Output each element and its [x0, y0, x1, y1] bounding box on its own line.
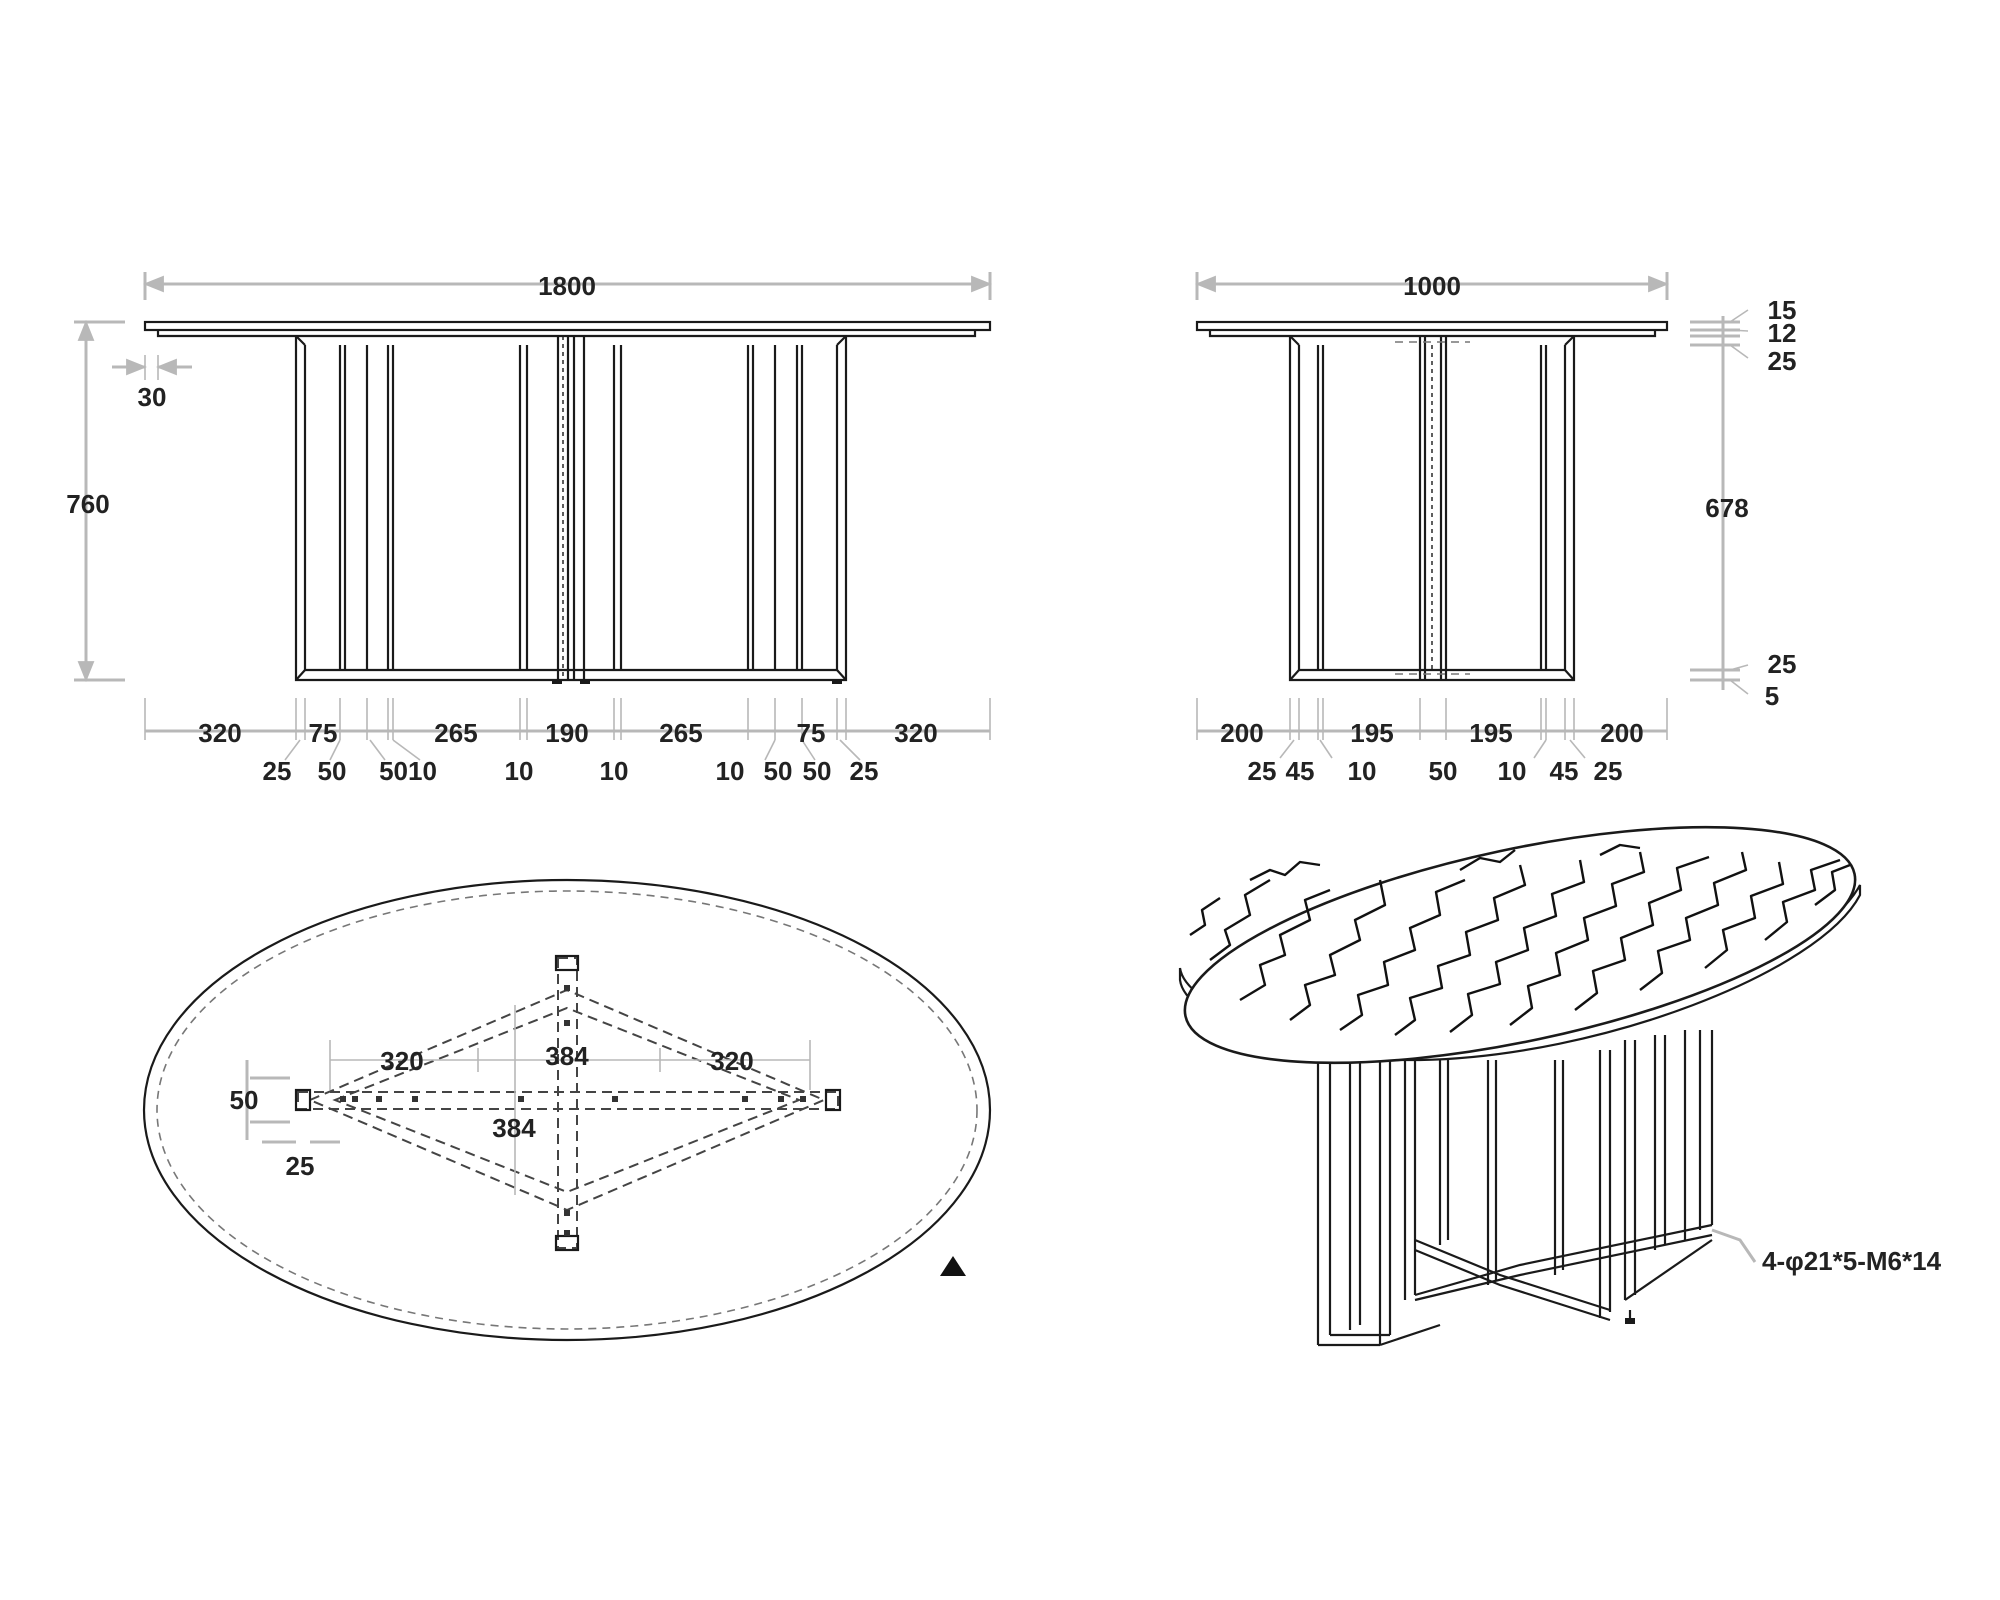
- front-tabletop-edge: [156, 330, 977, 338]
- dim-front-b2-5: 10: [716, 756, 745, 786]
- dim-side-b2-6: 25: [1594, 756, 1623, 786]
- dim-side-r1: 12: [1768, 318, 1797, 348]
- side-dim-ticks: [1196, 698, 1668, 759]
- front-elevation-view: 1800 760 30: [66, 271, 993, 786]
- dim-side-b1-1: 195: [1350, 718, 1393, 748]
- side-vertical-bars: [1316, 336, 1548, 680]
- dim-side-b1-0: 200: [1220, 718, 1263, 748]
- dim-front-b2-6: 50: [764, 756, 793, 786]
- dim-plan-2: 320: [710, 1046, 753, 1076]
- front-vertical-bars: [338, 336, 804, 680]
- perspective-view: 4-φ21*5-M6*14: [1178, 825, 1942, 1347]
- dim-side-r2: 25: [1768, 346, 1797, 376]
- plan-tabletop-inner-edge: [156, 890, 978, 1330]
- side-elevation-view: 1000 15 12 25 678 25 5: [1194, 271, 1797, 786]
- side-tabletop: [1195, 320, 1669, 332]
- dim-front-b1-4: 265: [659, 718, 702, 748]
- dim-top-overhang: 30: [138, 382, 167, 412]
- front-base-outline: [294, 336, 848, 682]
- dim-side-r5: 5: [1765, 681, 1779, 711]
- dim-side-b2-0: 25: [1248, 756, 1277, 786]
- dim-side-b1-3: 200: [1600, 718, 1643, 748]
- dim-plan-0: 320: [380, 1046, 423, 1076]
- dim-side-r4: 25: [1768, 649, 1797, 679]
- dim-plan-1: 384: [545, 1041, 589, 1071]
- dim-front-b2-1: 50: [318, 756, 347, 786]
- plan-end-plate-top: [554, 954, 580, 972]
- plan-short-beam: [557, 957, 578, 1249]
- dim-overall-length: 1800: [538, 271, 596, 301]
- dim-front-b2-7: 50: [803, 756, 832, 786]
- dim-front-b1-2: 265: [434, 718, 477, 748]
- dim-side-b2-1: 45: [1286, 756, 1315, 786]
- dim-plan-4: 384: [492, 1113, 536, 1143]
- dim-plan-5: 25: [286, 1151, 315, 1181]
- foot-hardware-callout: 4-φ21*5-M6*14: [1762, 1246, 1942, 1276]
- dim-plan-3: 50: [230, 1085, 259, 1115]
- dim-front-b2-3: 10: [505, 756, 534, 786]
- triangle-marker-icon: [940, 1256, 966, 1276]
- dim-front-b1-6: 320: [894, 718, 937, 748]
- dim-front-b1-5: 75: [797, 718, 826, 748]
- perspective-base-frame: [1316, 1030, 1714, 1347]
- dim-side-b2-5: 45: [1550, 756, 1579, 786]
- dim-side-b2-3: 50: [1429, 756, 1458, 786]
- dim-front-b2-2: 5010: [379, 756, 437, 786]
- dim-side-r0: 15: [1768, 295, 1797, 325]
- dim-front-b1-0: 320: [198, 718, 241, 748]
- dim-side-b2-2: 10: [1348, 756, 1377, 786]
- perspective-tabletop: [1178, 825, 1862, 1065]
- plan-view: 320 384 320 50 384 25: [142, 878, 992, 1342]
- plan-end-plate-right: [824, 1088, 842, 1112]
- marble-veining: [1189, 843, 1851, 1036]
- dim-front-b2-0: 25: [263, 756, 292, 786]
- dim-front-b1-1: 75: [309, 718, 338, 748]
- plan-end-plate-left: [294, 1088, 312, 1112]
- plan-base-diamond: [307, 988, 827, 1212]
- plan-long-beam: [297, 1091, 839, 1110]
- callout-leader-line: [1711, 1228, 1757, 1263]
- dim-front-b2-8: 25: [850, 756, 879, 786]
- dim-overall-width: 1000: [1403, 271, 1461, 301]
- front-base-inner: [303, 345, 839, 672]
- dim-height: 760: [66, 489, 109, 519]
- dim-side-b2-4: 10: [1498, 756, 1527, 786]
- side-base-outline: [1288, 336, 1576, 682]
- front-dim-ticks: [144, 698, 991, 761]
- dim-front-b1-3: 190: [545, 718, 588, 748]
- front-tabletop: [143, 320, 992, 332]
- plan-bolt-holes: [340, 985, 806, 1236]
- dim-side-b1-2: 195: [1469, 718, 1512, 748]
- plan-tabletop-outline: [142, 878, 992, 1342]
- dim-front-b2-4: 10: [600, 756, 629, 786]
- dim-side-r3: 678: [1705, 493, 1748, 523]
